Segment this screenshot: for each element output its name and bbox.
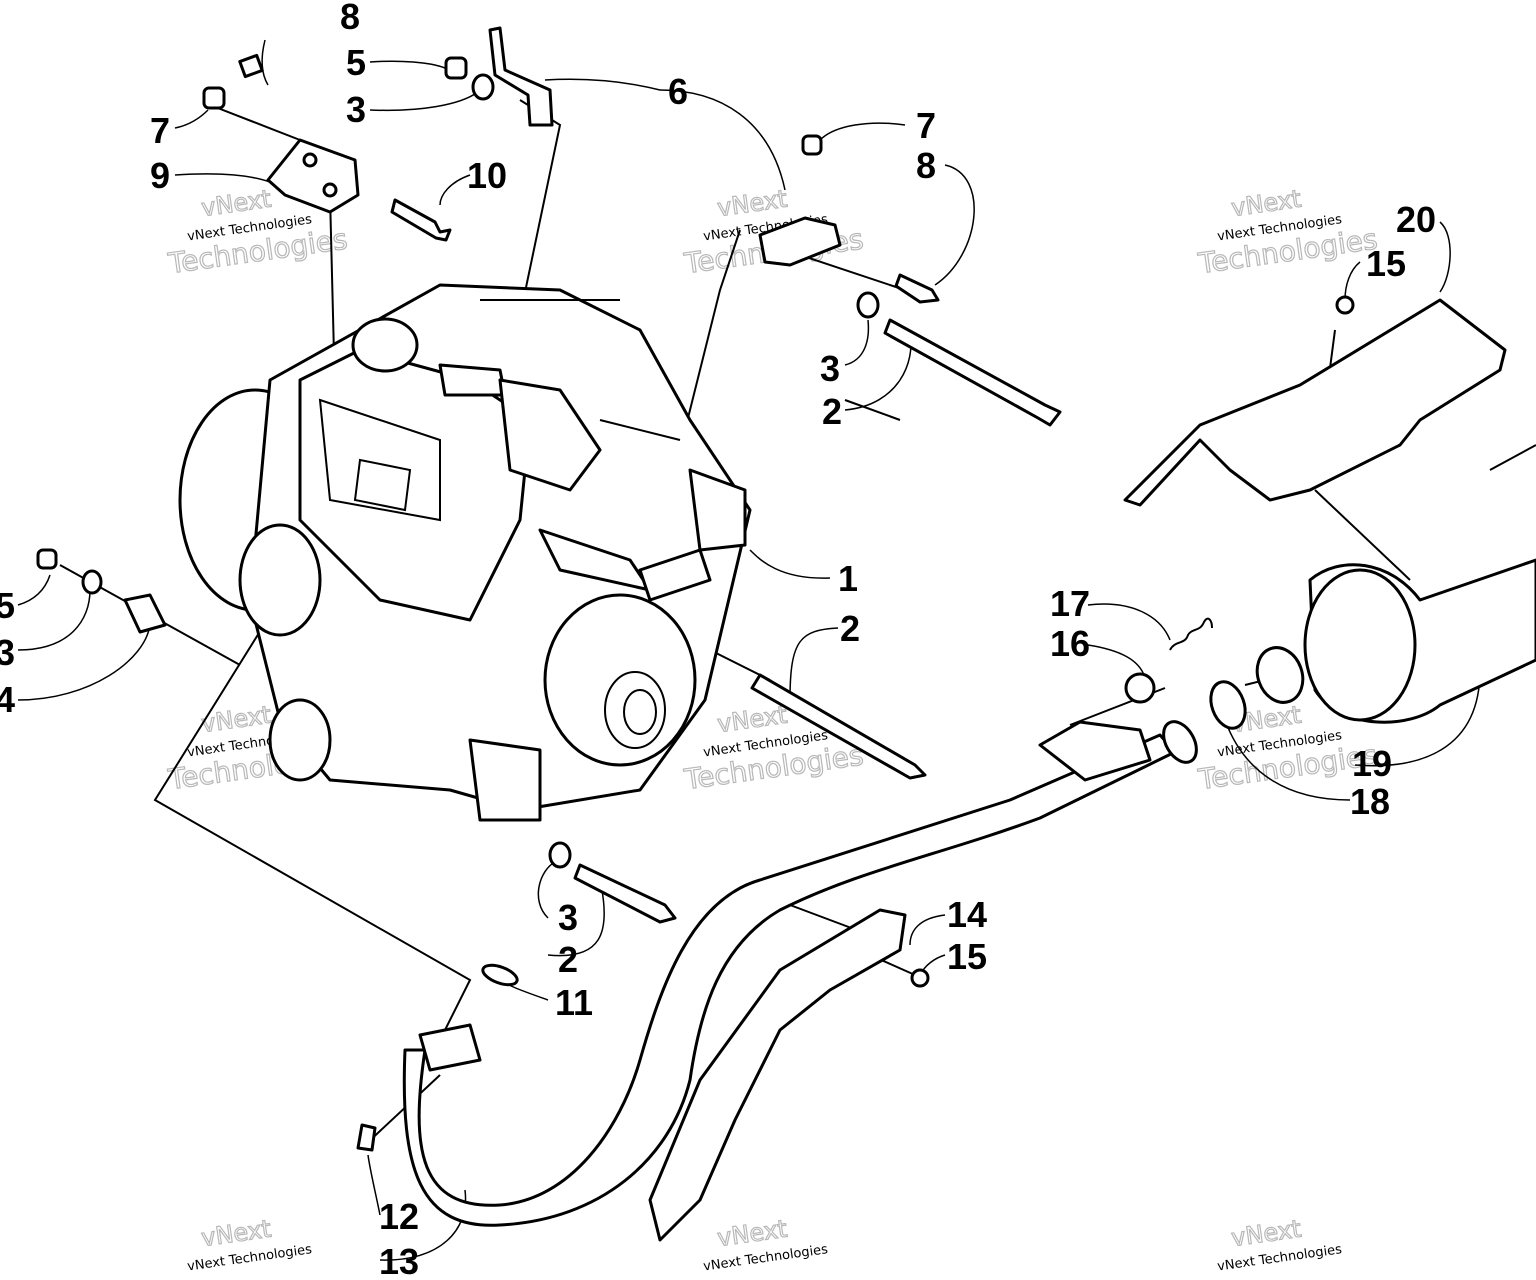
pipe-junction — [1038, 720, 1152, 782]
label-8-right: 8 — [916, 145, 936, 186]
watermark-tile-7: vNext vNext Technologies — [186, 1214, 313, 1274]
header-flange — [418, 1023, 482, 1072]
grommet-16 — [1124, 672, 1156, 704]
label-1: 1 — [838, 558, 858, 599]
water-outlet — [468, 738, 542, 822]
nut-7-right — [801, 134, 823, 156]
bolt-8-right — [894, 273, 940, 304]
part-labels: 8 5 3 6 7 9 10 7 8 20 15 3 2 1 2 17 16 5… — [0, 0, 1436, 1280]
bracket-6 — [488, 26, 554, 127]
flywheel-cover — [543, 593, 697, 767]
muffler-inlet — [1255, 646, 1305, 704]
label-3-lower: 3 — [558, 897, 578, 938]
label-13: 13 — [379, 1241, 419, 1280]
label-9: 9 — [150, 155, 170, 196]
label-7-left: 7 — [150, 110, 170, 151]
bolt-10 — [390, 198, 452, 242]
leader-lines — [17, 39, 1481, 1261]
pipe-outlet — [1162, 720, 1198, 764]
label-3-right: 3 — [820, 348, 840, 389]
gasket-18 — [1209, 680, 1247, 730]
intake-boot — [351, 317, 419, 373]
bracket-left — [266, 138, 360, 214]
washer-3-top — [471, 73, 495, 101]
label-20: 20 — [1396, 199, 1436, 240]
label-5-left: 5 — [0, 585, 15, 626]
watermark-tile-8: vNext vNext Technologies — [702, 1214, 829, 1274]
label-2-right: 2 — [822, 391, 842, 432]
label-6: 6 — [668, 71, 688, 112]
mount-bracket-right — [688, 468, 747, 552]
label-15-lower: 15 — [947, 936, 987, 977]
bracket-right — [758, 216, 842, 267]
watermark-vnext: vNext — [716, 185, 789, 222]
label-4: 4 — [0, 679, 15, 720]
intake-coupler — [438, 363, 507, 397]
watermark-vnext: vNext — [200, 1215, 273, 1252]
starter-motor — [498, 378, 602, 492]
label-3-top: 3 — [346, 89, 366, 130]
washer-3-right — [856, 291, 880, 319]
watermark-vnext: vNext — [716, 1215, 789, 1252]
watermark-vnext: vNext — [1230, 185, 1303, 222]
stud-12 — [356, 1123, 377, 1152]
nut-5-top — [444, 56, 468, 80]
screw-15-lower — [910, 968, 930, 988]
label-12: 12 — [379, 1196, 419, 1237]
bolt-2-lower — [573, 863, 677, 924]
watermark-vnext: vNext — [716, 701, 789, 738]
label-11: 11 — [555, 982, 593, 1023]
exhaust-system — [402, 295, 1536, 1242]
washer-3-left — [81, 569, 103, 595]
spacer-4 — [123, 593, 167, 634]
screw-15-upper — [1335, 295, 1355, 315]
engine-mount-pad — [638, 548, 712, 602]
label-18: 18 — [1350, 781, 1390, 822]
oil-filter — [238, 523, 322, 637]
header-pipe-13 — [402, 733, 1177, 1227]
muffler-shield-20 — [1123, 298, 1507, 507]
label-14: 14 — [947, 894, 987, 935]
watermark-vnext: vNext — [200, 185, 273, 222]
label-19: 19 — [1352, 743, 1392, 784]
spring-17 — [1169, 617, 1213, 651]
label-8-top-left: 8 — [340, 0, 360, 37]
label-3-left: 3 — [0, 632, 15, 673]
label-2-lower: 2 — [558, 939, 578, 980]
label-10: 10 — [467, 155, 507, 196]
label-15-upper: 15 — [1366, 243, 1406, 284]
nut-7-left — [202, 86, 226, 110]
watermark-vnext: vNext — [200, 701, 273, 738]
heat-shield-14 — [648, 908, 907, 1242]
gasket-11 — [481, 963, 519, 987]
nut-5-left — [36, 548, 58, 570]
label-7-right: 7 — [916, 105, 936, 146]
washer-3-lower — [548, 841, 572, 869]
watermark-tile-9: vNext vNext Technologies — [1216, 1214, 1343, 1274]
long-bolt-2-mid — [750, 673, 927, 780]
engine-assembly — [178, 283, 752, 822]
long-bolt-2-right — [883, 318, 1062, 427]
exhaust-port — [268, 698, 332, 782]
watermark-tile-3: vNext vNext Technologies Technologies — [1195, 184, 1380, 281]
label-16: 16 — [1050, 623, 1090, 664]
hardware — [36, 26, 1062, 1152]
watermark-tile-5: vNext vNext Technologies Technologies — [681, 700, 866, 797]
muffler-end-cap — [1303, 568, 1417, 722]
label-5-top: 5 — [346, 42, 366, 83]
watermark-vnext: vNext — [1230, 1215, 1303, 1252]
bolt-8-left — [238, 53, 264, 79]
label-2-mid: 2 — [840, 608, 860, 649]
label-17: 17 — [1050, 583, 1090, 624]
